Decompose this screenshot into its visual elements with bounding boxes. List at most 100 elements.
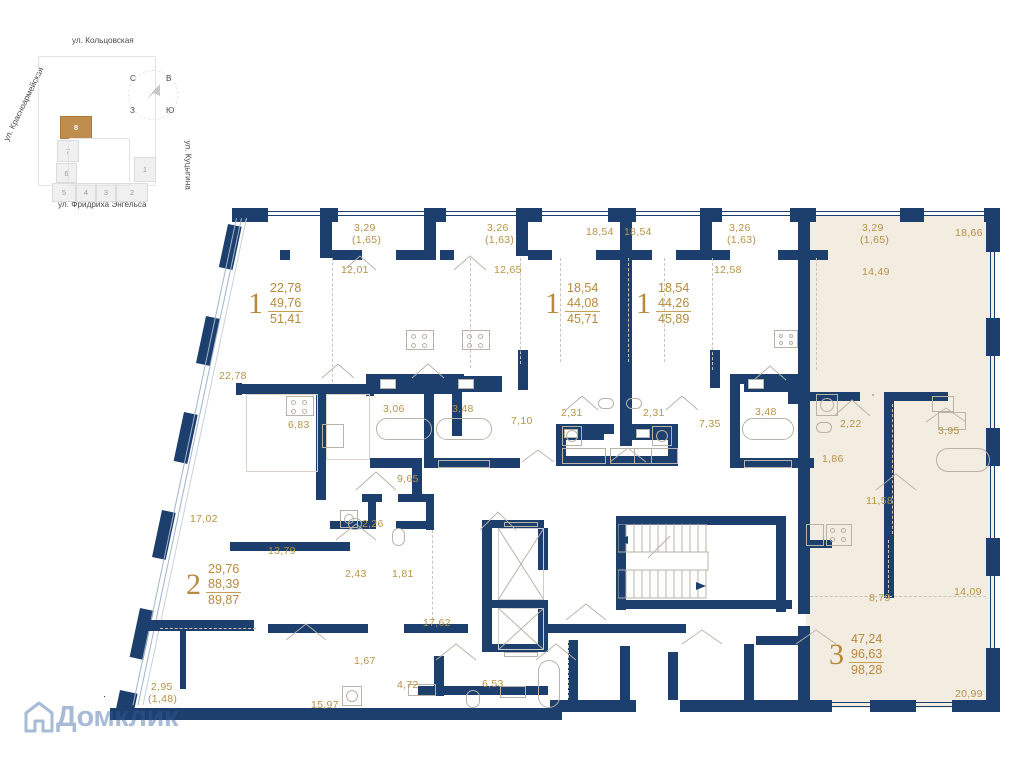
minimap-block-4[interactable]: 4 [76,183,96,202]
wall-stair-right [776,516,786,612]
apartment-total-area: 89,87 [206,591,242,607]
glazing-top-g2 [816,215,900,216]
wall-seg-f [632,250,652,260]
cabinet-3 [610,448,652,464]
wall-party-5 [700,208,712,256]
apartment-room-count: 1 [636,286,651,320]
apartment-label-1-centerright[interactable]: 1 18,54 44,26 45,89 [636,281,692,326]
glazing-top-h2 [924,215,984,216]
glazing-top-g [816,211,900,212]
burner-9 [467,334,472,339]
apartment-area: 88,39 [208,576,240,591]
wall-stair-bottom [616,600,792,609]
washer-icon-4 [342,686,362,706]
wall-bl-11 [398,494,434,502]
burner-5 [411,334,416,339]
partition-dash-2 [470,258,471,368]
wall-bottom-9 [952,700,1000,712]
wall-kitchen-right2 [316,440,326,500]
wall-r4 [884,392,894,540]
apartment-label-3-right[interactable]: 3 47,24 96,63 98,28 [829,632,885,677]
compass-needle-icon [146,84,160,100]
dim-d-1-67: 1,67 [354,655,376,667]
wall-c8 [710,350,720,388]
apartment-area: 49,76 [270,295,302,310]
glazing-right-a2 [994,252,995,318]
dim-d-4-72: 4,72 [397,679,419,691]
minimap-street-bottom: ул. Фридриха Энгельса [58,200,147,209]
apartment-room-count: 1 [248,286,263,320]
partition-dash-7 [712,258,713,370]
apartment-total-area: 51,41 [268,310,304,326]
dim-d-7-35: 7,35 [699,418,721,430]
burner-20 [841,537,846,542]
glazing-top-c [446,211,516,212]
room-outline-bath-a [326,394,370,460]
wall-bl-4 [148,620,254,631]
wall-seg-i [778,250,810,260]
burner-7 [411,343,416,348]
wall-bl-5 [180,625,186,689]
partition-dash-9 [892,404,893,534]
glazing-right-b [990,356,991,428]
wall-party-1 [320,208,332,258]
sink-5 [636,429,650,438]
wall-right-2 [986,318,1000,356]
wall-bl-3 [396,521,432,529]
washer-drum-5 [820,398,834,412]
wall-bottom-2 [250,708,326,720]
minimap-block-5[interactable]: 5 [52,183,76,202]
apartment-label-1-topleft[interactable]: 1 22,78 49,76 51,41 [248,281,304,326]
wall-seg-a [332,250,362,260]
cabinet-2 [562,448,606,464]
washer-icon-5 [816,394,838,416]
partition-dash-12 [160,628,256,629]
minimap-block-1[interactable]: 1 [134,157,156,182]
elevator-shaft-2 [498,608,544,650]
wall-bl-13 [368,500,376,528]
dim-d-13-79: 13,79 [268,545,296,557]
stove-icon-1 [286,396,314,416]
wall-r3 [798,626,810,708]
partition-dash-4 [560,258,561,362]
wall-r6 [810,392,860,401]
wall-seg-d [528,250,552,260]
wall-core-x [756,636,800,645]
wall-core-sep [482,600,544,608]
minimap-block-6[interactable]: 6 [56,163,77,183]
partition-dash-11 [888,540,889,598]
dim-d-9-65: 9,65 [397,473,419,485]
cabinet-4 [634,448,678,464]
dim-d-1-86: 1,86 [822,453,844,465]
dim-d-12-58: 12,58 [714,264,742,276]
dim-d-3-06: 3,06 [383,403,405,415]
toilet-icon-1 [598,398,614,409]
stove-icon-3 [462,330,490,350]
wall-c6 [668,424,678,466]
elevator-door-1 [504,522,538,527]
dim-balcony-a-main: 3,29 [354,222,376,234]
dim-d-15-97: 15,97 [311,699,339,711]
washer-icon-2 [652,426,672,446]
site-minimap: ул. Кольцовская ул. Красноармейская ул. … [2,28,200,218]
appliance-icon-1 [322,424,344,448]
wall-stair-stub [648,516,658,520]
dim-balcony-d-sub: (1,65) [860,234,890,246]
dim-d-3-48-a: 3,48 [452,403,474,415]
wall-party-6 [798,208,810,418]
washer-icon-1 [562,426,582,446]
wall-r8 [806,540,832,548]
minimap-block-2[interactable]: 2 [116,183,148,202]
glazing-right-a [990,252,991,318]
sink-2 [458,379,474,389]
wall-r7 [884,536,894,598]
dim-d-14-09: 14,09 [954,586,982,598]
wall-bath-bottom2 [370,458,422,468]
apartment-label-2-bottomleft[interactable]: 2 29,76 88,39 89,87 [186,562,242,607]
minimap-block-3[interactable]: 3 [96,183,116,202]
wall-r5 [894,392,948,401]
burner-15 [779,341,783,345]
dim-balcony-d-main: 3,29 [862,222,884,234]
dim-d-3-95: 3,95 [938,425,960,437]
apartment-label-1-centerleft[interactable]: 1 18,54 44,08 45,71 [545,281,601,326]
